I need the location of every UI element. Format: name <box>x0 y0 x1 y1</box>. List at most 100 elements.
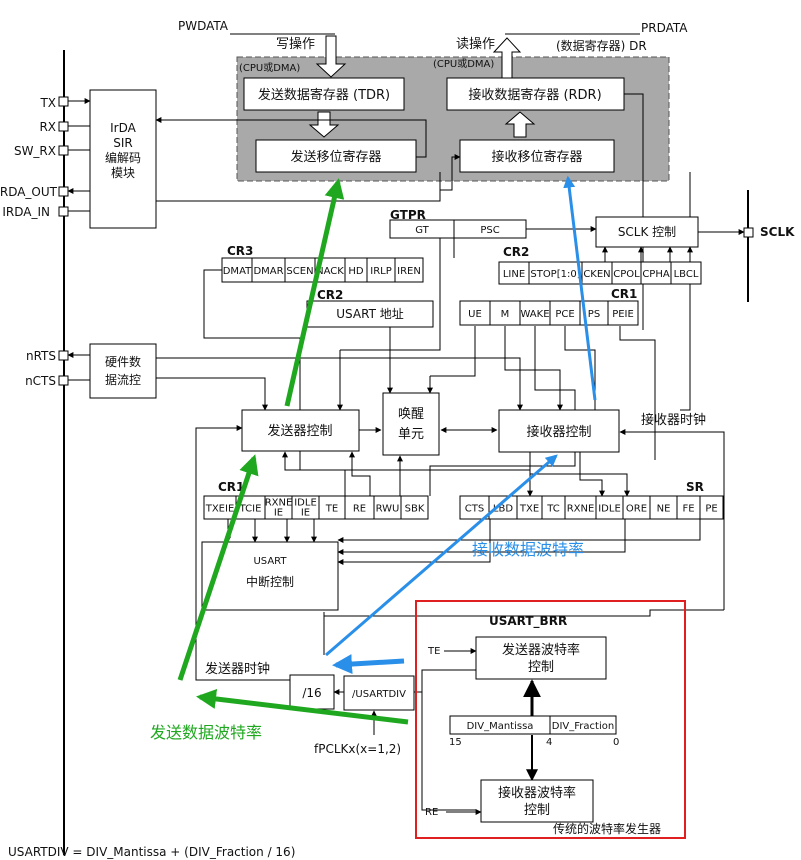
tx-baud-control-box <box>475 636 607 680</box>
cr1-top-title: CR1 <box>611 287 637 301</box>
pin-ncts <box>58 375 69 386</box>
cr1-top-bit-label: PS <box>588 309 600 320</box>
cr1-bot-title: CR1 <box>218 480 244 494</box>
tx-baud-note: 发送数据波特率 <box>150 723 262 742</box>
cr1-top-bit-label: PCE <box>555 309 574 320</box>
rx-clock-label: 接收器时钟 <box>641 412 706 428</box>
cr1-bottom-bit-label: RXNE <box>265 498 293 509</box>
usart-address-box <box>306 300 434 328</box>
cr1-bottom-bit-label: IE <box>274 508 283 519</box>
cr1-top-bit-label: M <box>501 309 510 320</box>
cr3-bit-cell <box>284 257 316 283</box>
tdr-box <box>243 77 405 111</box>
tdr-label: 发送数据寄存器 (TDR) <box>258 87 390 103</box>
cr3-bit-label: SCEN <box>286 266 313 277</box>
write-arrow <box>315 35 347 78</box>
blue-baud-arrows <box>325 175 597 675</box>
cr3-bit-label: DMAR <box>253 266 283 277</box>
read-op-label: 读操作 <box>456 36 495 52</box>
div16-box <box>289 674 335 710</box>
cr3-bit-cell <box>366 257 396 283</box>
cr1-top-bit-cell <box>489 300 521 326</box>
irq-line-2: 中断控制 <box>246 574 294 589</box>
cr2-bit-label: CKEN <box>583 269 610 280</box>
gtpr-gt-label: GT <box>415 225 429 236</box>
pin-ncts-label: nCTS <box>25 374 56 388</box>
pin-group: TX RX SW_RX IRDA_OUT IRDA_IN nRTS nCTS <box>0 96 69 388</box>
green-baud-arrows <box>177 178 409 725</box>
irq-line-1: USART <box>253 556 287 567</box>
div-fraction-field <box>549 715 617 735</box>
read-arrow <box>492 37 522 79</box>
tx-baud-line-1: 发送器波特率 <box>502 642 580 658</box>
sr-bit-label: RXNE <box>567 504 595 515</box>
rx-shift-label: 接收移位寄存器 <box>491 149 582 165</box>
pin-irda-in <box>58 206 69 217</box>
gtpr-title: GTPR <box>390 208 426 222</box>
rx-baud-note: 接收数据波特率 <box>472 540 584 559</box>
fpclk-label: fPCLKx(x=1,2) <box>314 742 401 756</box>
sr-bit-label: TC <box>546 504 560 515</box>
div-fraction-label: DIV_Fraction <box>552 721 614 732</box>
write-src-label: (CPU或DMA) <box>239 62 300 74</box>
cr2-top-title: CR2 <box>503 245 529 259</box>
pin-irda-in-label: IRDA_IN <box>2 205 50 219</box>
cr3-bit-label: DMAT <box>223 266 252 277</box>
sr-title: SR <box>686 480 704 494</box>
cr2-bit-label: CPOL <box>613 269 640 280</box>
cr2-bit-label: LBCL <box>674 269 699 280</box>
irda-line-2: SIR <box>113 136 133 150</box>
rx-baud-control-box <box>480 779 594 823</box>
pin-sclk-label: SCLK <box>760 225 795 239</box>
cr2-bit-label: STOP[1:0] <box>530 269 580 280</box>
pin-nrts <box>58 350 69 361</box>
brr-caption: 传统的波特率发生器 <box>553 821 661 836</box>
wake-line-2: 单元 <box>398 427 424 442</box>
pwdata-label: PWDATA <box>178 19 229 33</box>
cr3-bit-label: NACK <box>316 266 344 277</box>
irda-line-3: 编解码 <box>105 150 141 165</box>
cr1-bottom-bit-label: RE <box>353 504 366 515</box>
sr-bit-label: FE <box>682 504 694 515</box>
cr3-title: CR3 <box>227 244 253 258</box>
rx-baud-line-2: 控制 <box>524 803 550 818</box>
cr1-top-bit-cell <box>519 300 551 326</box>
cr3-bit-cell <box>394 257 424 283</box>
sclk-control-label: SCLK 控制 <box>618 225 676 239</box>
sr-bit-label: NE <box>657 504 671 515</box>
cr1-bottom-bit-cell <box>400 495 429 520</box>
cr2-bit-label: LINE <box>503 269 525 280</box>
tx-shift-box <box>255 139 417 173</box>
cr3-bit-cell <box>221 257 253 283</box>
sr-bit-cell <box>699 495 724 520</box>
cr1-bottom-bit-label: IDLE <box>294 498 317 509</box>
cr2-bit-label: CPHA <box>642 269 670 280</box>
shift-to-rdr-arrow <box>504 111 536 138</box>
cr1-bottom-bit-label: IE <box>301 508 310 519</box>
brr-re-label: RE <box>425 807 438 818</box>
div16-label: /16 <box>302 686 321 700</box>
pin-swrx <box>58 145 69 156</box>
usartdiv-label: /USARTDIV <box>352 689 406 700</box>
pin-rx <box>58 121 69 132</box>
cr3-bit-cell <box>251 257 286 283</box>
cr1-bottom-bit-label: TE <box>325 504 338 515</box>
flow-line-1: 硬件数 <box>105 354 141 369</box>
pin-tx-label: TX <box>39 96 56 110</box>
write-op-label: 写操作 <box>276 36 315 52</box>
sr-bit-label: IDLE <box>598 504 621 515</box>
cr3-bit-label: IRLP <box>370 266 392 277</box>
cr1-bottom-bit-label: SBK <box>405 504 425 515</box>
gtpr-psc-label: PSC <box>480 225 499 236</box>
rx-baud-line-1: 接收器波特率 <box>498 785 576 801</box>
tx-baud-line-2: 控制 <box>528 660 554 675</box>
pin-rx-label: RX <box>39 120 56 134</box>
cr1-bottom-bit-label: TXEIE <box>205 504 235 515</box>
prdata-label: PRDATA <box>641 21 688 35</box>
pin-irda-out <box>58 186 69 197</box>
